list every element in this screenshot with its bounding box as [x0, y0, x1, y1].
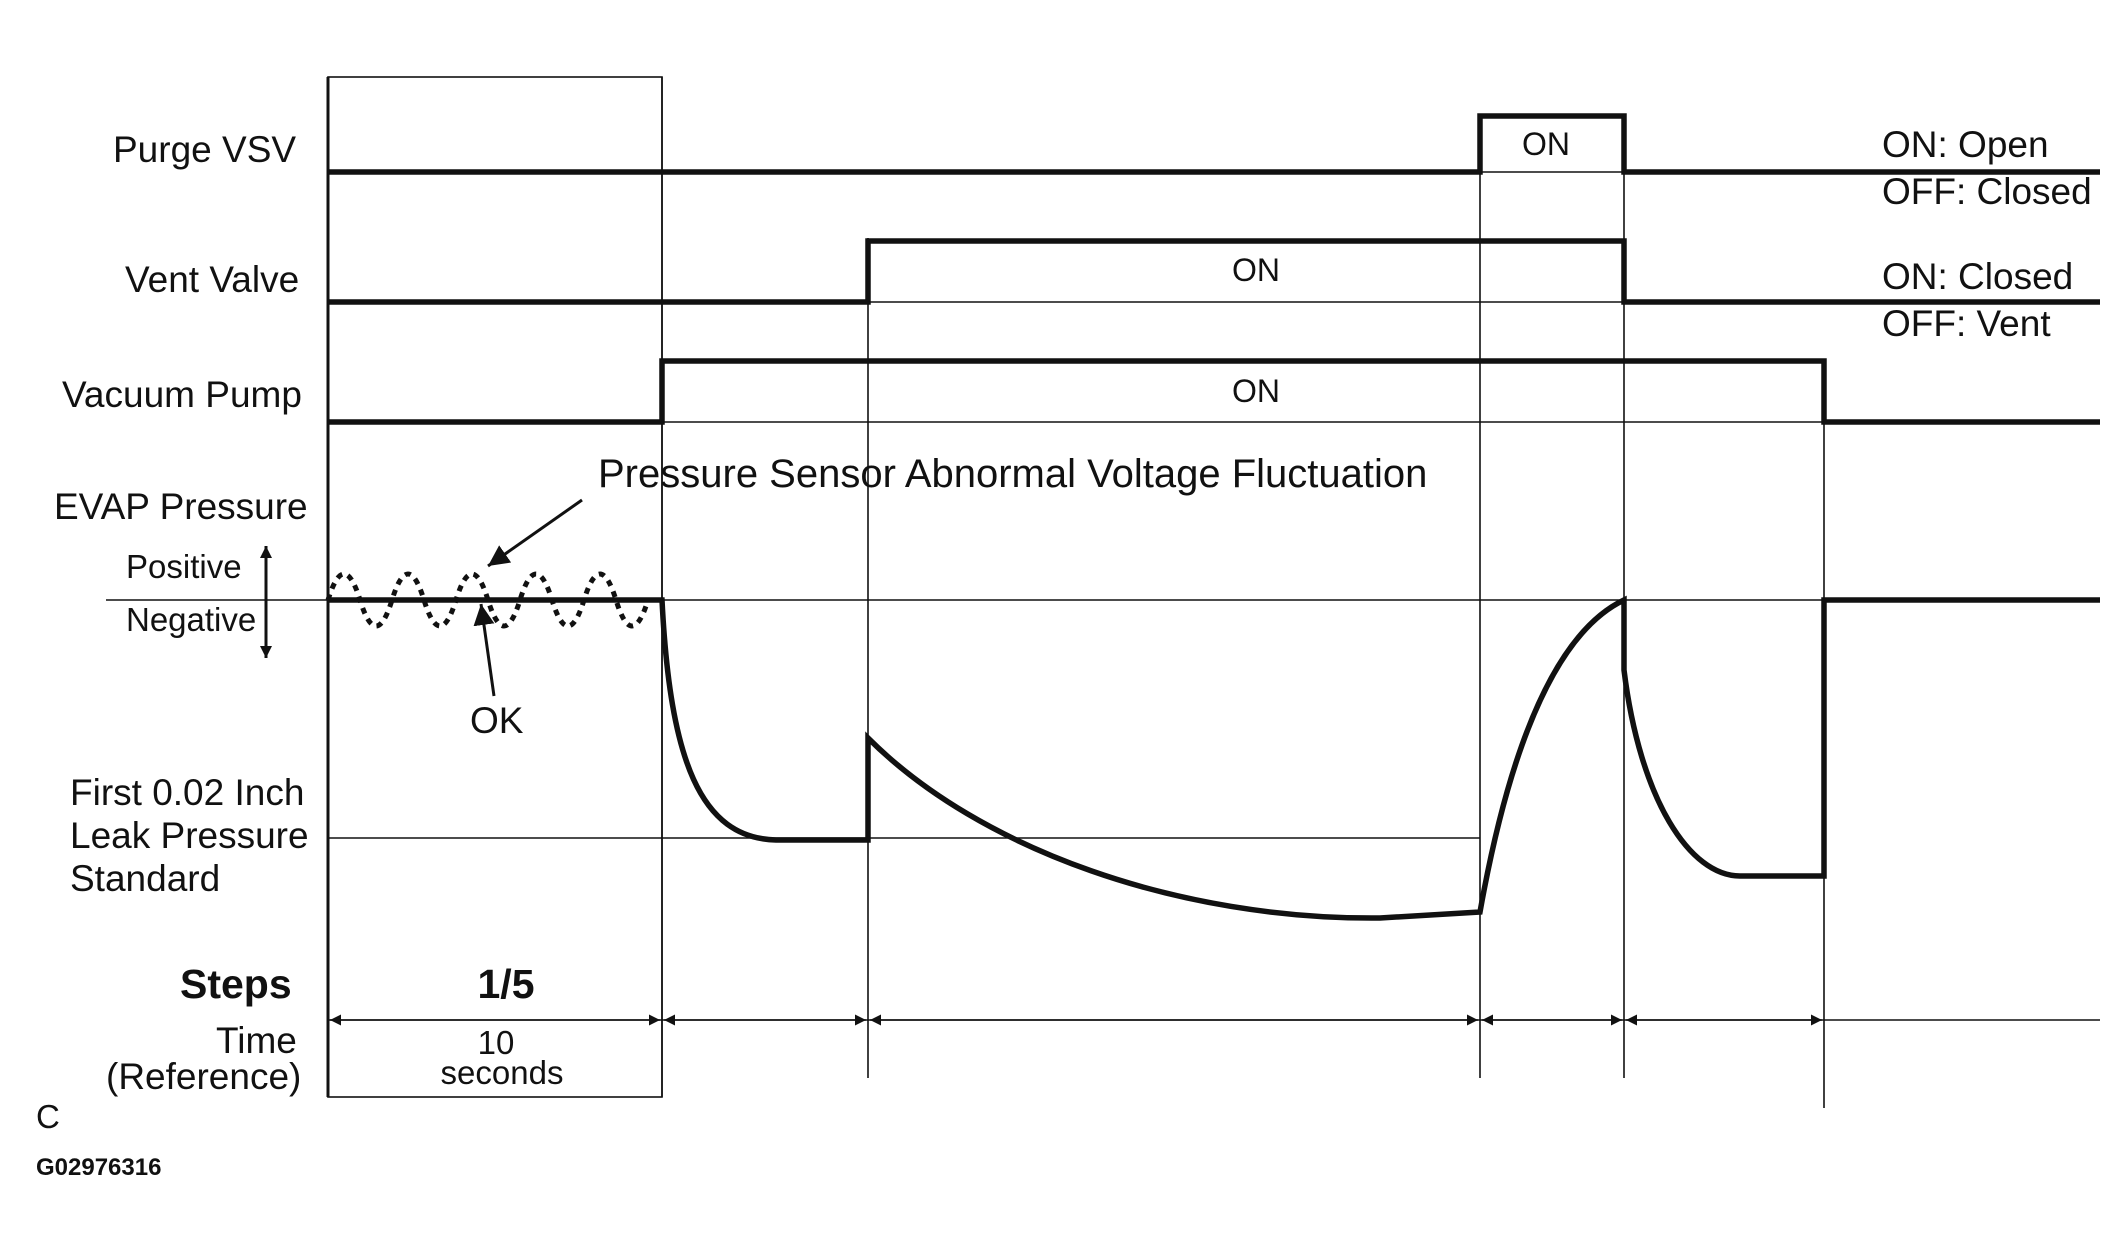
- leak-standard-line3: Standard: [70, 858, 220, 899]
- duration-unit: seconds: [441, 1054, 564, 1091]
- leak-standard-line2: Leak Pressure: [70, 815, 309, 856]
- purge-vsv-on-label: ON: [1522, 126, 1570, 162]
- evap-pressure-label: EVAP Pressure: [54, 486, 308, 527]
- steps-label: Steps: [180, 961, 292, 1007]
- purge-vsv-signal: [328, 113, 2100, 175]
- vent-valve-on-label: ON: [1232, 252, 1280, 288]
- steps-value: 1/5: [478, 961, 535, 1007]
- negative-label: Negative: [126, 601, 256, 638]
- vent-valve-legend-off: OFF: Vent: [1882, 303, 2051, 344]
- ok-label: OK: [470, 700, 524, 741]
- ok-arrow: [473, 603, 496, 697]
- fluctuation-note: Pressure Sensor Abnormal Voltage Fluctua…: [598, 452, 1427, 496]
- vent-valve-label: Vent Valve: [125, 259, 299, 300]
- leak-standard-line1: First 0.02 Inch: [70, 772, 304, 813]
- purge-vsv-legend-off: OFF: Closed: [1882, 171, 2092, 212]
- purge-vsv-label: Purge VSV: [113, 129, 296, 170]
- time-label: Time: [216, 1020, 297, 1061]
- vacuum-pump-on-label: ON: [1232, 373, 1280, 409]
- vent-valve-legend-on: ON: Closed: [1882, 256, 2073, 297]
- figure-id: G02976316: [36, 1154, 161, 1181]
- positive-label: Positive: [126, 548, 242, 585]
- reference-label: (Reference): [106, 1056, 301, 1097]
- view-letter: C: [36, 1098, 60, 1135]
- phase-boundaries: [661, 77, 1825, 1108]
- vent-valve-signal: [328, 238, 2100, 305]
- purge-vsv-legend-on: ON: Open: [1882, 124, 2049, 165]
- duration-value: 10: [478, 1024, 515, 1061]
- vacuum-pump-label: Vacuum Pump: [62, 374, 302, 415]
- evap-pressure-curve: [328, 595, 2100, 921]
- vacuum-pump-signal: [328, 358, 2100, 425]
- fluctuation-arrow: [487, 498, 583, 568]
